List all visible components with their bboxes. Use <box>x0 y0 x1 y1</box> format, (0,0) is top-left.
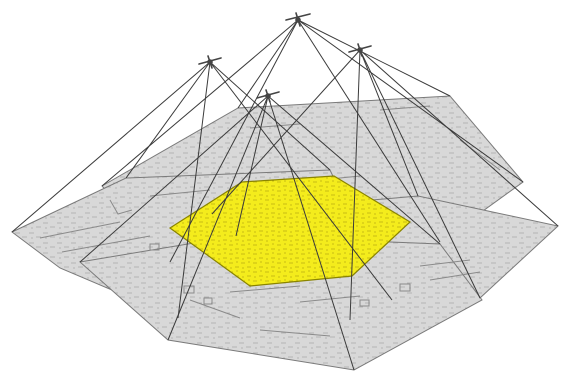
camera-left <box>199 56 221 68</box>
camera-stations <box>199 13 371 102</box>
